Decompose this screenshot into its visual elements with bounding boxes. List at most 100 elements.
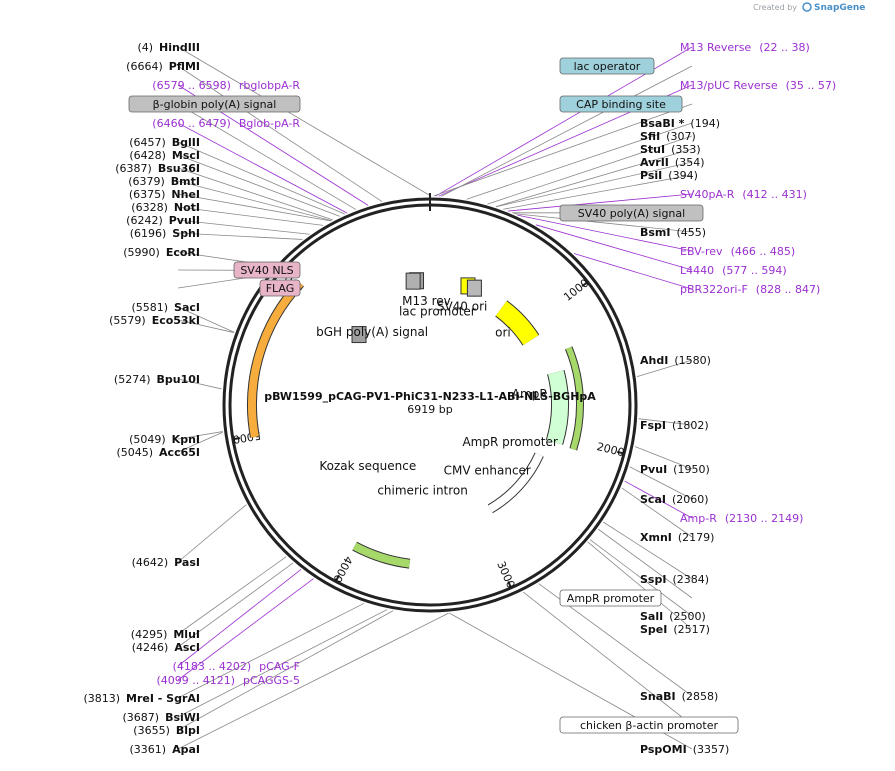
site-coord: (3361) [130, 743, 167, 756]
site-coord: (5581) [131, 301, 168, 314]
site-name: Bpu10I [157, 373, 201, 386]
primer-name: pBR322ori-F [680, 283, 748, 296]
leader-line [177, 578, 314, 681]
site-name: SfiI [640, 130, 660, 143]
site-label: (6328)NotI [131, 201, 200, 214]
primer-label: (6579 .. 6598)rbglobpA-R [152, 79, 300, 92]
primer-name: M13/pUC Reverse [680, 79, 778, 92]
feature-box [128, 95, 301, 113]
feature-box-label: chicken β-actin promoter [580, 719, 718, 732]
site-name: MscI [172, 149, 200, 162]
primer-label: M13 Reverse(22 .. 38) [680, 41, 810, 54]
leader-line [523, 591, 693, 726]
leader-line [177, 180, 332, 222]
site-label: (6428)MscI [129, 149, 200, 162]
site-label: BsaBI *(194) [640, 117, 720, 130]
site-label: SspI(2384) [640, 573, 709, 586]
site-coord: (1580) [674, 354, 711, 367]
primer-range: (4099 .. 4121) [156, 674, 235, 687]
leader-line [177, 319, 235, 333]
feature-box [559, 57, 655, 75]
site-label: PvuI(1950) [640, 463, 710, 476]
site-label: (4246)AscI [132, 641, 200, 654]
m13-rev-block [405, 272, 421, 290]
bgh-signal-block [351, 326, 367, 344]
site-label: (6375)NheI [129, 188, 200, 201]
feature-box [233, 261, 301, 279]
site-coord: (6375) [129, 188, 166, 201]
leader-line [177, 46, 431, 197]
site-name: BglII [172, 136, 200, 149]
ori-arc [495, 301, 539, 346]
leader-line [587, 541, 693, 630]
primer-name: Amp-R [680, 512, 717, 525]
leader-line [177, 612, 449, 750]
site-name: HindIII [159, 41, 200, 54]
site-label: (3687)BsiWI [122, 711, 200, 724]
primer-range: (6460 .. 6479) [152, 117, 231, 130]
site-coord: (2179) [678, 531, 715, 544]
feature-box [559, 589, 662, 607]
site-coord: (2500) [669, 610, 706, 623]
leader-line [636, 359, 693, 378]
leader-line [177, 219, 310, 235]
site-name: BsmI [640, 226, 671, 239]
site-coord: (394) [668, 169, 698, 182]
leader-line [597, 528, 693, 599]
feature-label: CMV enhancer [444, 463, 531, 477]
site-label: BsmI(455) [640, 226, 706, 239]
site-name: AhdI [640, 354, 668, 367]
intron-arc [352, 542, 411, 568]
feature-box [259, 279, 301, 297]
site-label: FspI(1802) [640, 419, 709, 432]
sv40-polyA-block [466, 279, 482, 297]
site-label: (6242) PvuII [126, 214, 200, 227]
primer-label: M13/pUC Reverse (35 .. 57) [680, 79, 836, 92]
leader-line [507, 193, 693, 212]
leader-line [177, 103, 357, 210]
site-coord: (6664) [126, 60, 163, 73]
primer-label: (4099 .. 4121)pCAGGS-5 [156, 674, 300, 687]
scale-tick-label: 3000 [494, 559, 517, 590]
site-label: (5049)KpnI [129, 433, 200, 446]
site-label: StuI(353) [640, 143, 701, 156]
leader-line [495, 148, 693, 208]
bgh-arc-yellow [248, 280, 304, 438]
leader-line [634, 446, 693, 470]
site-name: BsiWI [165, 711, 200, 724]
primer-range: (35 .. 57) [786, 79, 837, 92]
site-coord: (354) [675, 156, 705, 169]
site-label: (5274) Bpu10I [114, 373, 200, 386]
site-coord: (6387) [115, 162, 152, 175]
site-label: (3813)MreI - SgrAI [83, 692, 200, 705]
leader-line [624, 480, 693, 519]
primer-range: (22 .. 38) [759, 41, 810, 54]
site-name: SspI [640, 573, 666, 586]
leader-line [573, 253, 693, 290]
site-coord: (194) [690, 117, 720, 130]
site-name: BmtI [171, 175, 200, 188]
site-label: SpeI(2517) [640, 623, 710, 636]
primer-range: (6579 .. 6598) [152, 79, 231, 92]
feature-label: AmpR promoter [462, 435, 557, 449]
site-label: (4295)MluI [131, 628, 200, 641]
site-name: PvuII [169, 214, 200, 227]
scale-tick [232, 437, 241, 441]
feature-box-label: lac operator [574, 60, 641, 73]
site-name: MluI [173, 628, 200, 641]
brand-text: SnapGene [814, 3, 865, 13]
site-label: PspOMI(3357) [640, 743, 729, 756]
leader-line [177, 609, 388, 718]
site-name: SphI [172, 227, 200, 240]
site-label: AhdI (1580) [640, 354, 711, 367]
site-label: SfiI(307) [640, 130, 696, 143]
feature-box [559, 716, 739, 734]
feature-box-label: β-globin poly(A) signal [153, 98, 277, 111]
site-coord: (5274) [114, 373, 151, 386]
credit-text: Created by [753, 3, 797, 12]
site-name: Eco53kI [152, 314, 200, 327]
site-coord: (6242) [126, 214, 163, 227]
site-label: (4)HindIII [137, 41, 200, 54]
site-coord: (6457) [129, 136, 166, 149]
